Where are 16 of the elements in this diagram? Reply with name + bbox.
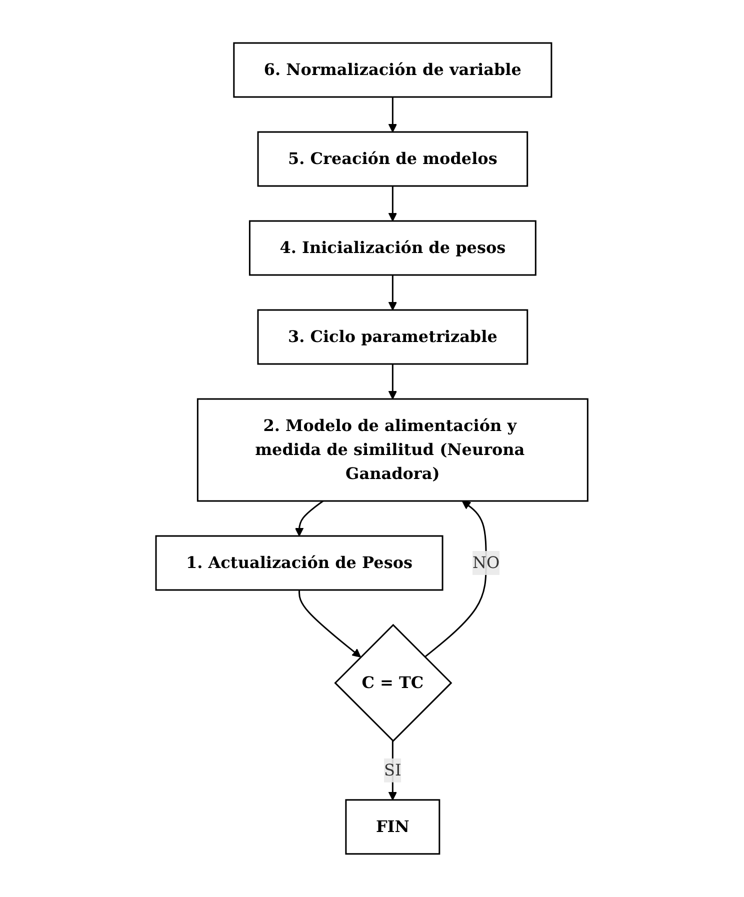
node-box: 6. Normalización de variable (233, 42, 552, 98)
node-box: FIN (345, 799, 440, 855)
arrow (298, 590, 362, 658)
edge-label: SI (384, 760, 402, 780)
node-box: 3. Ciclo parametrizable (257, 309, 528, 365)
arrow (388, 275, 398, 310)
node-box: 1. Actualización de Pesos (155, 535, 444, 591)
node-diamond: C = TC (334, 624, 452, 742)
arrow (388, 97, 398, 132)
arrow (388, 364, 398, 400)
node-box: 5. Creación de modelos (257, 131, 528, 187)
node-box: 2. Modelo de alimentación y medida de similitud (Neurona Ganadora) (197, 398, 589, 502)
edge-label: NO (472, 553, 500, 572)
arrow (388, 186, 398, 222)
arrow (295, 500, 324, 536)
node-box: 4. Inicialización de pesos (249, 220, 537, 276)
